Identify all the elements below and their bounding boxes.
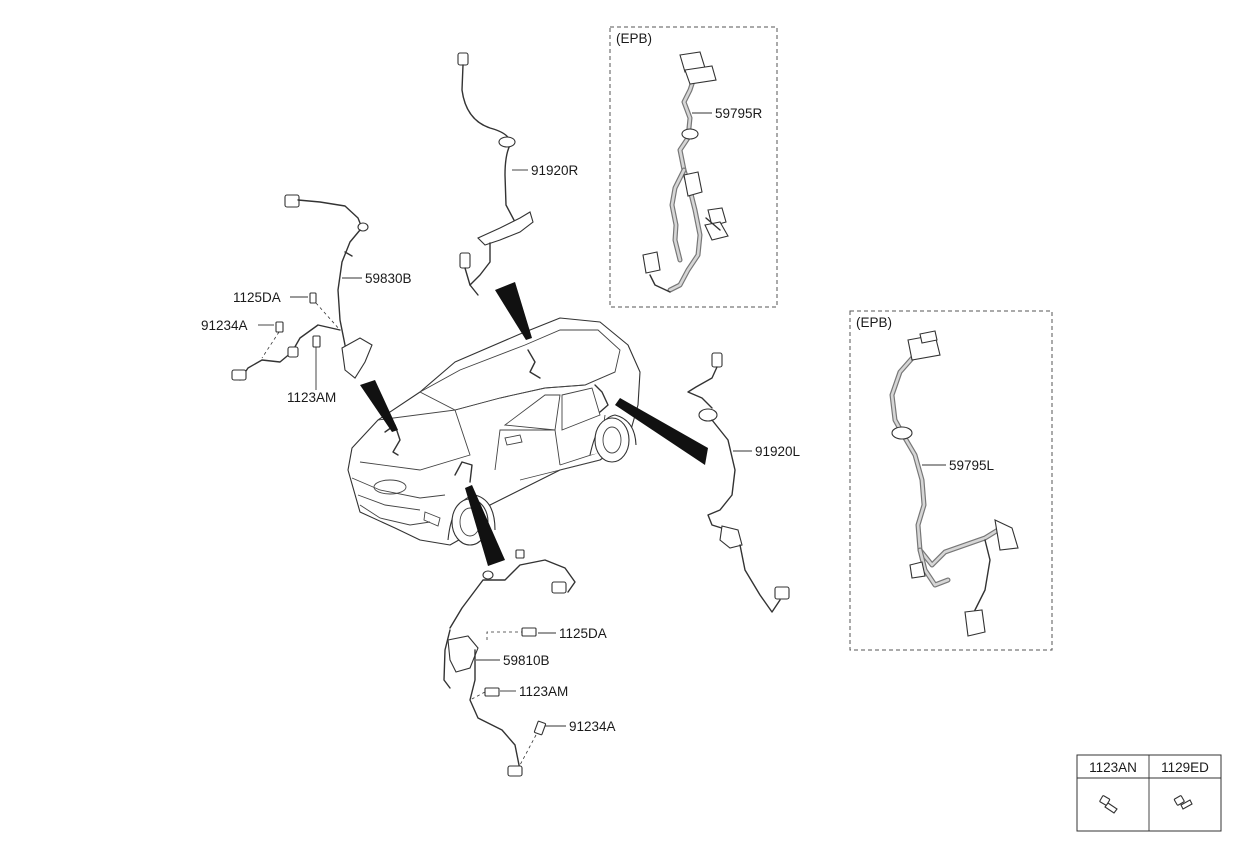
harness-59795R [642,51,729,293]
epb-box-rear: (EPB) [609,26,778,308]
harness-59795L [889,330,1019,637]
epb-box-front-title: (EPB) [856,315,892,330]
label-91920L: 91920L [755,444,801,459]
label-1125DA-top: 1125DA [233,290,281,305]
label-59795L: 59795L [949,458,995,473]
label-59795R: 59795R [715,106,763,121]
wedge-rear-right [495,282,532,340]
fastener-table: 1123AN 1129ED [1076,754,1222,832]
label-59810B: 59810B [503,653,550,668]
bolt-91234A-bottom [519,720,547,766]
pointer-wedges [360,282,708,566]
bolt-1125DA-bottom [486,627,537,640]
label-91920R: 91920R [531,163,579,178]
label-91234A-bottom: 91234A [569,719,616,734]
label-1123AM-bottom: 1123AM [519,684,568,699]
sensor-91920L [687,352,790,613]
bolt-icon [1173,795,1193,810]
table-header-1123AN: 1123AN [1089,760,1137,775]
label-1125DA-bottom: 1125DA [559,626,607,641]
wedge-front-left [360,380,398,432]
epb-box-front: (EPB) [849,310,1053,651]
sensor-59830B [231,194,373,381]
bolt-1123AM-bottom [469,687,500,701]
epb-box-rear-title: (EPB) [616,31,652,46]
sensor-59810B [443,549,576,777]
label-59830B: 59830B [365,271,412,286]
bolt-icon [1099,795,1118,814]
table-header-1129ED: 1129ED [1161,760,1209,775]
label-91234A-left: 91234A [201,318,248,333]
vehicle-illustration [347,317,641,546]
sensor-91920R [457,52,534,296]
wedge-rear-left [615,398,708,465]
wedge-front-right [465,485,505,566]
bolt-91234A-left [261,321,284,359]
label-1123AM-left: 1123AM [287,390,336,405]
bolt-1123AM-left [312,335,321,390]
bolt-1125DA-top [309,292,341,331]
